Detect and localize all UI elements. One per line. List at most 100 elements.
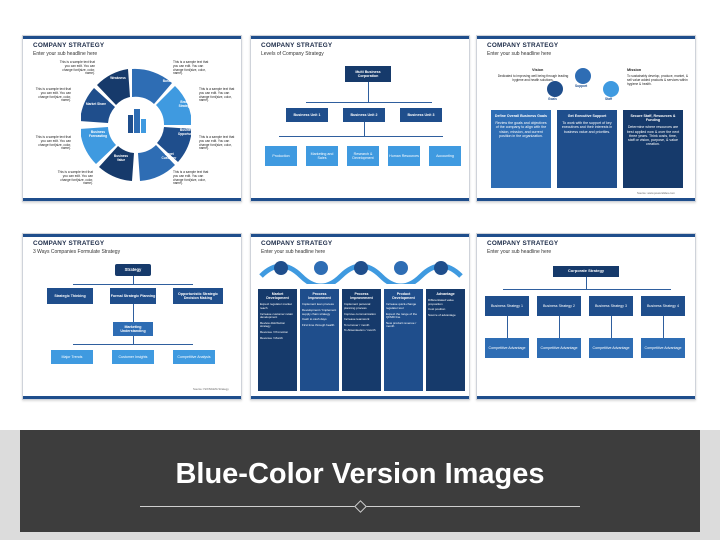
column-item: % turnover / month [344, 322, 370, 327]
function-hr: Human Resources [388, 146, 420, 166]
column-item: Source of advantage [428, 312, 456, 317]
staff-label: Staff [605, 97, 613, 101]
leaf-competitive-analysis: Competitive Analysis [173, 350, 215, 364]
slide-bottom-bar [251, 396, 469, 399]
card-body: Review the goals and objectives of the c… [495, 121, 547, 138]
sample-text-right-2: This is a sample text that you can edit.… [199, 87, 235, 103]
column-item: Review distribution strategy [260, 320, 286, 329]
goals-node [547, 81, 563, 97]
connector [503, 289, 671, 290]
slide-top-bar [23, 36, 241, 39]
sample-text-left-2: This is a sample text that you can edit.… [35, 87, 71, 103]
card-staff: Secure Staff, Resources & Funding Determ… [623, 110, 683, 188]
slide-bottom-bar [23, 198, 241, 201]
column-head: Market Development [266, 292, 289, 301]
wheel-label-market: Market Share [85, 101, 107, 106]
connector [133, 276, 134, 284]
slide-thumbnail-3[interactable]: COMPANY STRATEGY Enter your sub headline… [476, 35, 696, 202]
column-head: Product Development [392, 292, 415, 301]
business-unit-2: Business Unit 2 [343, 108, 385, 122]
slide-top-bar [477, 234, 695, 237]
connector [73, 344, 193, 345]
column-head: Process Improvement [350, 292, 373, 301]
competitive-advantage-4: Competitive Advantage [641, 338, 685, 358]
column-item: Expect the range of the QFMD line [386, 311, 418, 320]
column-head: Process Improvement [308, 292, 331, 301]
business-strategy-1: Business Strategy 1 [485, 296, 529, 316]
sample-text-right-3: This is a sample text that you can edit.… [199, 135, 235, 151]
support-label: Support [575, 84, 588, 88]
corporate-strategy-box: Corporate Strategy [553, 266, 619, 277]
column-item: Expect regulator market reach [260, 302, 292, 310]
function-production: Production [265, 146, 297, 166]
slide-title: COMPANY STRATEGY [33, 240, 105, 247]
sample-text-right-4: This is a sample text that you can edit.… [173, 170, 209, 186]
business-unit-3: Business Unit 3 [400, 108, 442, 122]
column-item: Cash to cash days [302, 317, 327, 322]
column-item: % Absenteeism / month [344, 328, 376, 333]
slide-title: COMPANY STRATEGY [487, 240, 559, 247]
wheel-label-vision: Business Vision [162, 78, 188, 83]
function-research: Research & Development [347, 146, 379, 166]
business-strategy-4: Business Strategy 4 [641, 296, 685, 316]
card-head: Define Overall Business Goals [494, 114, 548, 118]
column-item: New product revenue / month [386, 320, 417, 329]
slide-bottom-bar [23, 396, 241, 399]
slide-thumbnail-1[interactable]: COMPANY STRATEGY Enter your sub headline… [22, 35, 242, 202]
banner-title: Blue-Color Version Images [175, 458, 545, 490]
marketing-understanding-box: Marketing Understanding [113, 322, 153, 336]
slide-subtitle: Enter your sub headline here [487, 51, 552, 57]
slide-thumbnail-4[interactable]: COMPANY STRATEGY 3 Ways Companies Formul… [22, 233, 242, 400]
connector [306, 102, 432, 103]
wheel-label-weakness: Weakness [110, 75, 126, 80]
support-node [575, 68, 591, 84]
connector [133, 304, 134, 322]
competitive-advantage-1: Competitive Advantage [485, 338, 529, 358]
competitive-advantage-3: Competitive Advantage [589, 338, 633, 358]
slide-top-bar [23, 234, 241, 237]
slide-top-bar [477, 36, 695, 39]
leaf-customer-insights: Customer Insights [112, 350, 154, 364]
column-market-development: Market Development Expect regulator mark… [258, 289, 297, 391]
slide-top-bar [251, 234, 469, 237]
connector [279, 136, 443, 137]
connector [133, 336, 134, 344]
connector [559, 316, 560, 338]
vision-label: Vision [532, 68, 544, 72]
diamond-icon [354, 500, 367, 513]
function-marketing: Marketing and Sales [306, 146, 338, 166]
card-head: Get Executive Support [567, 114, 607, 118]
wheel-label-forecasting: Business Forecasting [88, 129, 108, 138]
way-opportunistic: Opportunistic Strategic Decision Making [173, 288, 223, 304]
slide-subtitle: Enter your sub headline here [33, 51, 98, 57]
slide-bottom-bar [477, 396, 695, 399]
connector [611, 316, 612, 338]
card-body: To work with the support of key executiv… [561, 121, 613, 134]
column-item: Improve communication [344, 311, 376, 316]
connector [507, 316, 508, 338]
node-chain [259, 261, 463, 284]
slide-subtitle: Enter your sub headline here [487, 249, 552, 255]
sample-text-right-1: This is a sample text that you can edit.… [173, 60, 209, 76]
sample-text-left-3: This is a sample text that you can edit.… [35, 135, 71, 151]
slide-thumbnail-5[interactable]: COMPANY STRATEGY Enter your sub headline… [250, 233, 470, 400]
competitive-advantage-2: Competitive Advantage [537, 338, 581, 358]
slide-top-bar [251, 36, 469, 39]
slide-thumbnail-2[interactable]: COMPANY STRATEGY Levels of Company Strat… [250, 35, 470, 202]
wheel-label-brand: Brand Strategy [178, 99, 192, 108]
column-item: First time through health [302, 322, 335, 327]
corporation-box: Multi Business Corporation [345, 66, 391, 82]
function-accounting: Accounting [429, 146, 461, 166]
wheel-label-value: Business Value [113, 153, 129, 162]
column-item: Differentiated value proposition [428, 298, 454, 306]
strategy-box: Strategy [115, 264, 151, 276]
source-note: Source: ISIXSIGMA Strategy [193, 387, 229, 391]
card-support: Get Executive Support To work with the s… [557, 110, 617, 188]
connector [364, 122, 365, 136]
slide-thumbnail-6[interactable]: COMPANY STRATEGY Enter your sub headline… [476, 233, 696, 400]
slide-subtitle: Enter your sub headline here [261, 249, 326, 255]
banner-frame: Blue-Color Version Images [20, 430, 700, 532]
staff-node [603, 81, 619, 97]
card-body: Determine where resources are best appli… [626, 125, 680, 147]
column-item: Revenue / Promotion [260, 329, 289, 334]
